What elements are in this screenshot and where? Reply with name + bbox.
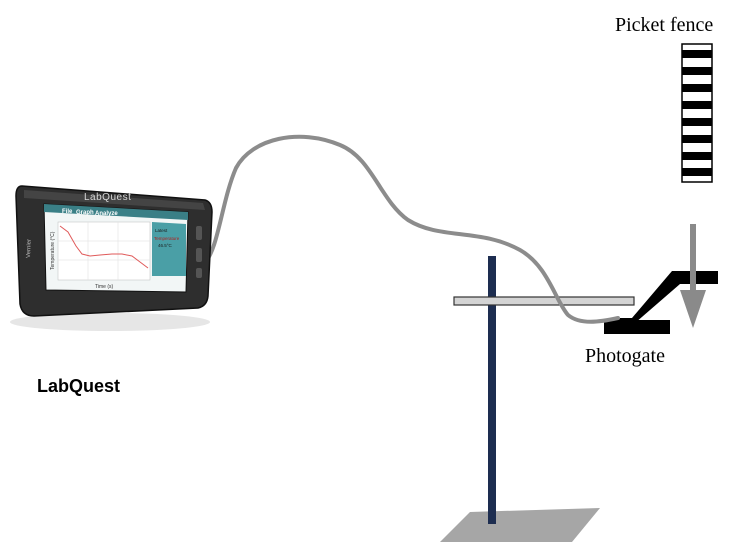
sensor-cable [205,137,618,322]
device-menu-analyze: Analyze [95,211,118,217]
stand-base [440,508,600,542]
device-menu-file: File [62,209,73,215]
device-x-axis-label: Time (s) [95,284,113,290]
device-screen: File Graph Analyze Latest Temperature 46… [44,204,188,292]
device-side-text-2: Temperature [154,236,180,241]
picket-fence [682,44,712,182]
device-side-text-1: Latest [155,228,168,233]
picket-fence-label: Picket fence [615,14,713,36]
labquest-device: LabQuest Vernier File Graph Analyze Late… [10,186,212,331]
clamp-bar [454,297,634,305]
photogate-label: Photogate [585,345,665,367]
device-y-axis-label: Temperature (°C) [50,231,56,270]
labquest-label: LabQuest [37,376,120,396]
photogate-lower-arm [604,320,670,334]
device-brand: LabQuest [84,192,131,203]
stand-rod [488,256,496,524]
device-menu-graph: Graph [76,210,94,216]
device-vernier: Vernier [26,239,33,258]
device-side-value: 46.5°C [158,243,173,248]
